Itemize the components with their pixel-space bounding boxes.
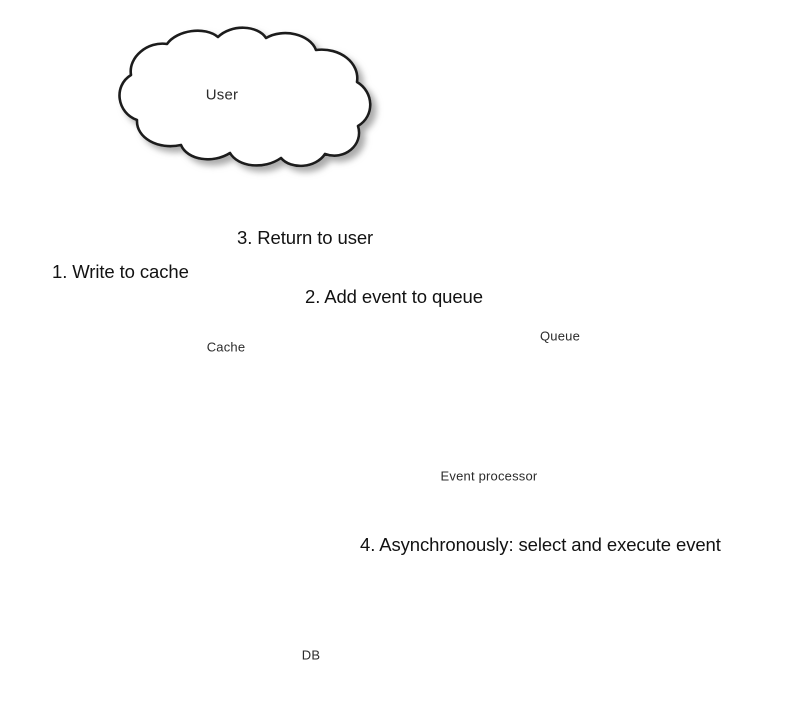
step-label-2: 2. Add event to queue bbox=[305, 286, 483, 307]
step-label-4: 4. Asynchronously: select and execute ev… bbox=[360, 534, 721, 555]
step-label-1: 1. Write to cache bbox=[52, 261, 189, 282]
node-user[interactable] bbox=[118, 26, 372, 168]
step-label-3: 3. Return to user bbox=[237, 227, 374, 248]
cloud-shape bbox=[118, 26, 372, 168]
